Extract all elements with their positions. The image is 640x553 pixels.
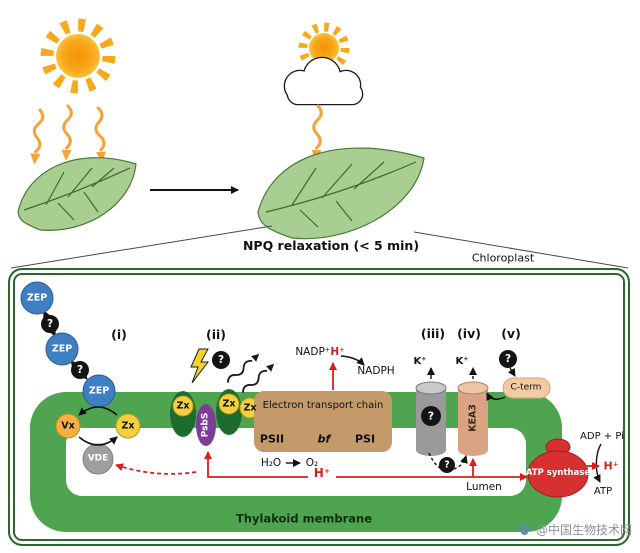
cterm-label: C-term xyxy=(510,382,542,393)
zx-label: Zx xyxy=(176,400,190,412)
light-rays-icon xyxy=(27,104,325,167)
zep-label: ZEP xyxy=(26,292,48,304)
h2o-label: H₂O xyxy=(260,456,282,469)
etc-label: Electron transport chain xyxy=(262,400,384,411)
etc-box xyxy=(254,391,392,452)
panel-v-label: (v) xyxy=(501,325,521,341)
hplus-label: H⁺ xyxy=(330,345,345,358)
psi-label: PSI xyxy=(354,432,376,446)
panel-iii-label: (iii) xyxy=(420,325,446,341)
lightning-icon xyxy=(190,348,210,384)
sun-behind-cloud-icon xyxy=(283,22,364,106)
panel-iv-label: (iv) xyxy=(457,325,481,341)
atp-label: ATP xyxy=(593,486,613,497)
o2-label: O₂ xyxy=(305,456,319,469)
kea3-cylinder xyxy=(457,381,489,456)
nadph-label: NADPH xyxy=(357,364,395,377)
heat-dissipation-icon xyxy=(224,350,278,396)
proton-arrows xyxy=(115,362,600,481)
lumen-label: Lumen xyxy=(466,480,502,493)
question-label: ? xyxy=(217,353,225,366)
atp-synthase-label: ATP synthase xyxy=(525,467,591,478)
vde-circle xyxy=(82,443,114,475)
chloroplast-label: Chloroplast xyxy=(471,251,535,265)
zx-label: Zx xyxy=(222,398,236,410)
panel-i-label: (i) xyxy=(111,326,127,342)
vde-label: VDE xyxy=(87,453,109,464)
kea3-label: KEA3 xyxy=(467,404,479,432)
question-label: ? xyxy=(444,459,450,471)
hplus-atp-label: H⁺ xyxy=(603,459,619,473)
leaf-low-light-icon xyxy=(257,147,425,240)
nadp-hplus-label: NADP⁺H⁺ xyxy=(295,347,344,358)
zep-circles xyxy=(20,281,116,408)
sun-icon xyxy=(40,18,116,94)
zep-label: ZEP xyxy=(51,343,73,355)
zx-label: Zx xyxy=(243,402,257,414)
watermark-text: @中国生物技术网 xyxy=(535,523,632,537)
atp-synthase-shape xyxy=(527,438,589,498)
npq-relaxation-label: NPQ relaxation (< 5 min) xyxy=(242,237,420,253)
psbs-oval xyxy=(196,404,216,446)
k-label: K⁺ xyxy=(413,356,427,367)
xanthophyll-cycle-arrows xyxy=(78,406,118,446)
vx-circle xyxy=(55,413,81,439)
vx-label: Vx xyxy=(61,420,75,432)
paw-icon xyxy=(517,523,532,535)
panel-ii-label: (ii) xyxy=(206,326,226,342)
cterm-pill xyxy=(502,377,551,399)
question-circles xyxy=(41,315,517,473)
bf-label: bf xyxy=(317,432,331,446)
psbs-label: PsbS xyxy=(200,412,211,438)
magnification-lines xyxy=(10,225,629,269)
cloud-icon xyxy=(283,56,364,106)
adp-pi-label: ADP + Pi xyxy=(580,431,624,442)
question-label: ? xyxy=(427,409,435,423)
question-label: ? xyxy=(76,363,84,376)
question-label: ? xyxy=(46,317,54,330)
zx-circle xyxy=(115,413,141,439)
nadp-label: NADP⁺ xyxy=(295,345,331,358)
watermark: @中国生物技术网 xyxy=(517,521,632,538)
psii-label: PSII xyxy=(259,432,285,446)
leaf-high-light-icon xyxy=(17,157,137,231)
hplus-lumen-label: H⁺ xyxy=(313,466,331,480)
zx-label: Zx xyxy=(121,420,135,432)
thylakoid-membrane-label: Thylakoid membrane xyxy=(235,511,373,526)
question-label: ? xyxy=(504,352,512,365)
zep-label: ZEP xyxy=(88,385,110,397)
k-label: K⁺ xyxy=(455,356,469,367)
